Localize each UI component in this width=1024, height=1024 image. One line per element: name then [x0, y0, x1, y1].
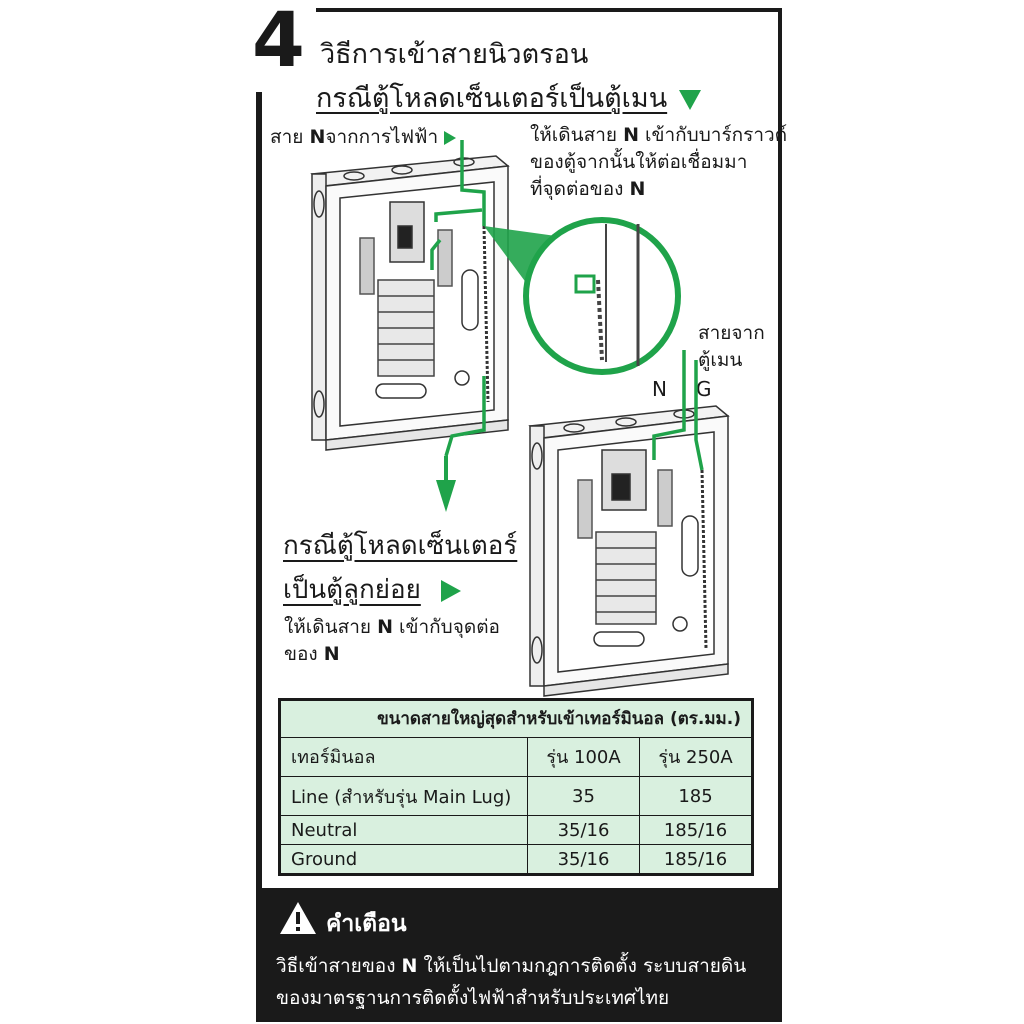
warning-box: คำเตือน วิธีเข้าสายของ N ให้เป็นไปตามกฎก… [256, 888, 782, 1022]
neutral-wire-main [430, 140, 486, 457]
warning-icon [280, 902, 316, 934]
subtitle-sub-text: กรณีตู้โหลดเซ็นเตอร์ [283, 531, 518, 561]
label-n-terminal: N [652, 377, 667, 401]
table-header-cell: รุ่น 250A [639, 736, 752, 778]
table-row: Line (สำหรับรุ่น Main Lug) 35 185 [280, 775, 752, 817]
label-from-main: สายจาก ตู้เมน [698, 320, 765, 374]
table-cell: 185 [639, 775, 752, 817]
table-cell: Ground [280, 844, 528, 874]
warning-line: วิธีเข้าสายของ [276, 955, 396, 977]
main-instruction: ให้เดินสาย N เข้ากับบาร์กราวด์ ของตู้จาก… [530, 122, 787, 203]
table-header-row: เทอร์มินอล รุ่น 100A รุ่น 250A [280, 736, 752, 778]
table-cell: 185/16 [639, 844, 752, 874]
zoom-callout [484, 217, 681, 375]
instruction-text: ให้เดินสาย [284, 616, 372, 638]
instruction-n: N [623, 124, 639, 146]
table-cell: 35/16 [527, 844, 640, 874]
table-row: Ground 35/16 185/16 [280, 844, 752, 874]
subtitle-sub-panel: กรณีตู้โหลดเซ็นเตอร์ เป็นตู้ลูกย่อย [283, 524, 517, 612]
warning-line: ของมาตรฐานการติดตั้งไฟฟ้าสำหรับประเทศไทย [276, 987, 670, 1009]
subtitle-main-panel: กรณีตู้โหลดเซ็นเตอร์เป็นตู้เมน [316, 76, 702, 119]
warning-line: ให้เป็นไปตามกฎการติดตั้ง ระบบสายดิน [423, 955, 747, 977]
table-cell: 35 [527, 775, 640, 817]
table-cell: 185/16 [639, 815, 752, 846]
left-border [256, 92, 262, 888]
triangle-right-icon [444, 130, 457, 145]
instruction-text: ของ [284, 643, 318, 665]
instruction-n: N [377, 616, 393, 638]
label-text: จากการไฟฟ้า [325, 126, 439, 148]
subtitle-sub-text: เป็นตู้ลูกย่อย [283, 575, 421, 605]
table-title: ขนาดสายใหญ่สุดสำหรับเข้าเทอร์มินอล (ตร.ม… [280, 700, 752, 738]
label-n: N [309, 126, 326, 148]
table-cell: 35/16 [527, 815, 640, 846]
triangle-down-icon [679, 89, 702, 110]
sub-panel-illustration [528, 405, 730, 697]
warning-title: คำเตือน [326, 911, 407, 937]
triangle-right-icon [440, 579, 461, 602]
sub-instruction: ให้เดินสาย N เข้ากับจุดต่อ ของ N [284, 614, 500, 668]
wire-size-table: ขนาดสายใหญ่สุดสำหรับเข้าเทอร์มินอล (ตร.ม… [278, 698, 754, 876]
instruction-text: เข้ากับบาร์กราวด์ [645, 124, 788, 146]
neutral-wire-sub [652, 350, 704, 471]
label-n-from-utility: สาย Nจากการไฟฟ้า [270, 124, 457, 151]
label-text: สายจาก [698, 322, 765, 344]
step-number: 4 [252, 0, 305, 84]
warning-text: วิธีเข้าสายของ N ให้เป็นไปตามกฎการติดตั้… [276, 950, 746, 1014]
main-title: วิธีการเข้าสายนิวตรอน [320, 39, 589, 70]
top-border [316, 8, 782, 12]
instruction-n: N [323, 643, 340, 665]
instruction-text: ของตู้จากนั้นให้ต่อเชื่อมมา [530, 151, 748, 173]
table-row: Neutral 35/16 185/16 [280, 815, 752, 846]
main-panel-illustration [310, 155, 510, 451]
instruction-text: ให้เดินสาย [530, 124, 618, 146]
subtitle-main-text: กรณีตู้โหลดเซ็นเตอร์เป็นตู้เมน [316, 83, 668, 114]
table-header-cell: รุ่น 100A [527, 736, 640, 778]
right-border [778, 8, 782, 888]
label-g-terminal: G [696, 377, 712, 401]
ground-arrow-icon [436, 456, 456, 512]
warning-n: N [401, 955, 418, 977]
instruction-n: N [629, 178, 646, 200]
table-cell: Neutral [280, 815, 528, 846]
label-text: ตู้เมน [698, 349, 743, 371]
table-cell: Line (สำหรับรุ่น Main Lug) [280, 775, 528, 817]
instruction-text: เข้ากับจุดต่อ [399, 616, 500, 638]
instruction-text: ที่จุดต่อของ [530, 178, 624, 200]
table-header-cell: เทอร์มินอล [280, 736, 528, 778]
load-center-illustration [310, 140, 730, 697]
label-text: สาย [270, 126, 304, 148]
